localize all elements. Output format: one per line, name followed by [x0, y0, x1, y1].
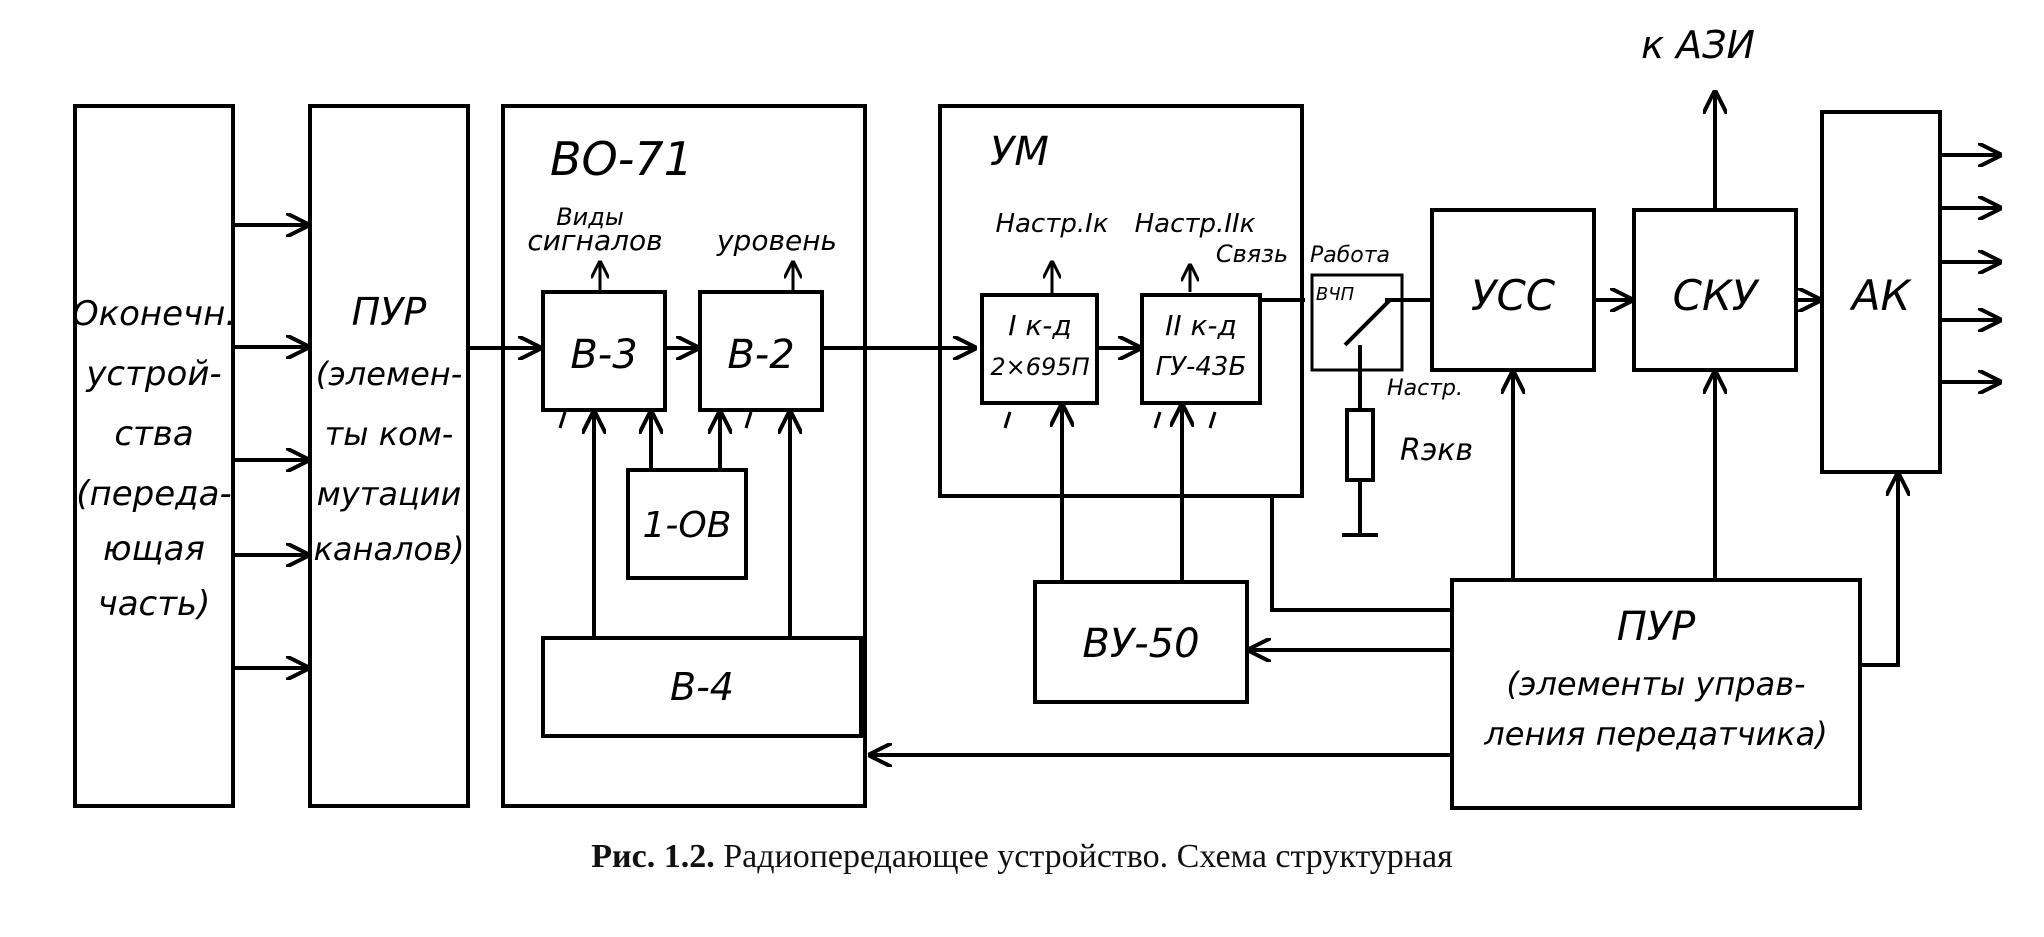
rabota-label: Работа — [1310, 243, 1390, 268]
pur-right-label-1: (элементы управ- — [1506, 665, 1805, 703]
figure-caption: Рис. 1.2. Радиопередающее устройство. Сх… — [0, 838, 2044, 876]
uroven-label: уровень — [716, 224, 837, 257]
nastr1-label: Настр.Iк — [995, 209, 1108, 239]
pur-left-label-1: (элемен- — [316, 355, 462, 393]
vchp-label: ВЧП — [1316, 284, 1355, 305]
pur-control-block: ПУР (элементы управ- ления передатчика) — [1450, 578, 1862, 810]
pur-right-label-2: ления передатчика) — [1483, 715, 1827, 753]
pur-left-title: ПУР — [352, 290, 427, 334]
terminal-label-5: ющая — [103, 529, 205, 569]
ucc-block: УСС — [1430, 208, 1596, 372]
um-block: УМ Настр.Iк Настр.IIк Связь I к-д 2×695П… — [938, 104, 1304, 498]
nastr-label: Настр. — [1387, 376, 1463, 401]
vchp-box — [1310, 273, 1404, 372]
vo71-block: ВО-71 Виды сигналов уровень В-3 В-2 1-ОВ… — [501, 104, 867, 808]
pur-switching-block: ПУР (элемен- ты ком- мутации каналов) — [308, 104, 470, 808]
caption-number: Рис. 1.2. — [591, 838, 715, 875]
terminal-label-3: ства — [114, 414, 193, 454]
k1-label-a: I к-д — [1008, 309, 1072, 342]
vu50-label: ВУ-50 — [1082, 621, 1199, 667]
b4-label: В-4 — [670, 665, 734, 709]
ak-block: АК — [1820, 110, 2000, 474]
ak-label: АК — [1849, 271, 1913, 320]
one-ob-box — [626, 468, 748, 580]
sku-block: СКУ к АЗИ — [1632, 23, 1798, 372]
control-lines — [870, 372, 1898, 755]
b2-box — [698, 290, 824, 412]
terminal-label-1: Оконечн. — [72, 294, 236, 334]
caption-text: Радиопередающее устройство. Схема структ… — [723, 838, 1453, 875]
ucc-label: УСС — [1471, 271, 1556, 320]
b4-box — [541, 636, 863, 738]
k-azi-label: к АЗИ — [1641, 23, 1755, 67]
sku-label: СКУ — [1673, 271, 1760, 320]
nastr2-label: Настр.IIк — [1135, 209, 1256, 239]
terminal-label-4: (переда- — [76, 474, 232, 514]
k2-label-a: II к-д — [1165, 309, 1237, 342]
terminal-to-pur-arrows — [233, 225, 308, 668]
pur-right-title: ПУР — [1617, 604, 1696, 650]
rekv-label: Rэкв — [1400, 433, 1473, 468]
hf-switch: Работа ВЧП Настр. Rэкв — [1260, 243, 1473, 537]
pur-left-label-4: каналов) — [314, 530, 465, 568]
vidy-label-1: Виды — [556, 203, 624, 231]
resistor — [1345, 408, 1375, 482]
pur-left-label-2: ты ком- — [325, 415, 454, 453]
um-title: УМ — [990, 129, 1049, 175]
terminal-label-6: часть) — [98, 584, 211, 624]
vidy-label-2: сигналов — [527, 224, 662, 257]
vo71-title: ВО-71 — [550, 132, 693, 186]
pur-left-label-3: мутации — [317, 475, 462, 513]
k2-label-b: ГУ-43Б — [1156, 352, 1247, 382]
terminal-label-2: устрой- — [85, 354, 221, 394]
terminal-device-block: Оконечн. устрой- ства (переда- ющая част… — [72, 104, 236, 808]
k1-label-b: 2×695П — [990, 353, 1089, 381]
b3-label: В-3 — [570, 332, 637, 378]
k2-box — [1140, 293, 1262, 405]
one-ob-label: 1-ОВ — [643, 505, 732, 546]
vu50-block: ВУ-50 — [1033, 405, 1249, 704]
b2-label: В-2 — [727, 332, 794, 378]
svyaz-label: Связь — [1216, 240, 1288, 268]
